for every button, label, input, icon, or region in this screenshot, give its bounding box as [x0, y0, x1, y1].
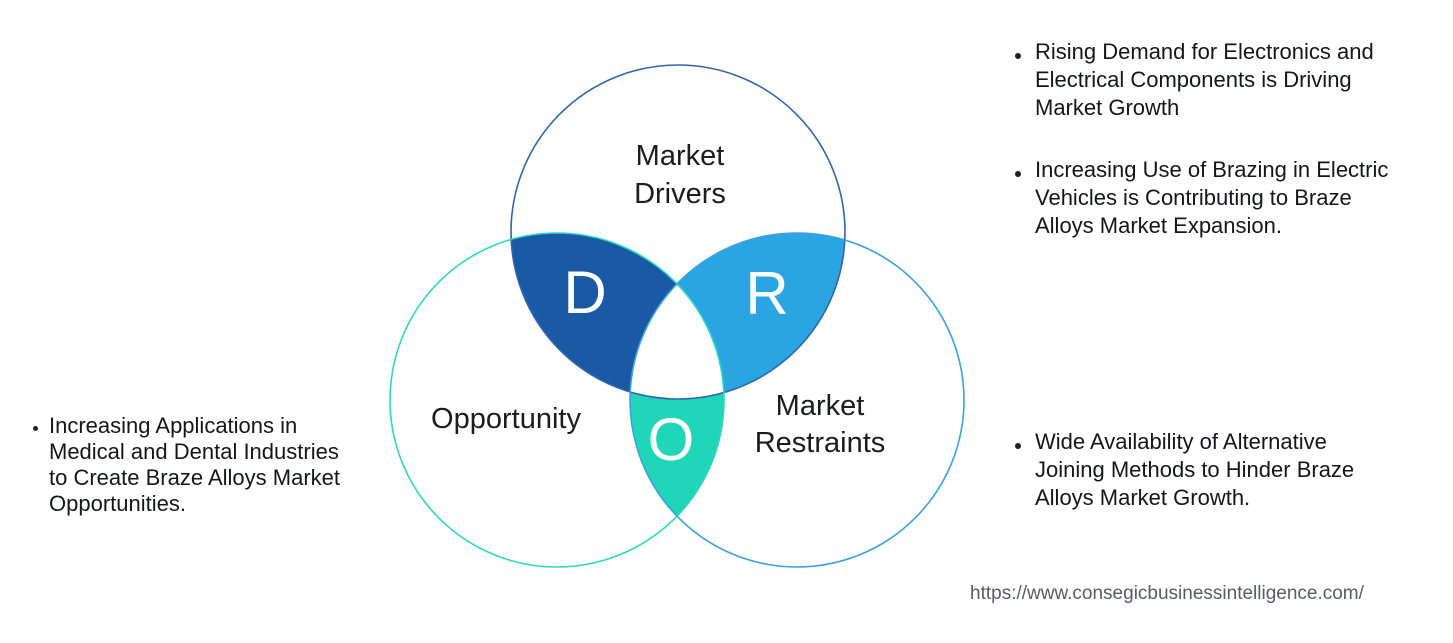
insight-line: Increasing Use of Brazing in Electric [1035, 157, 1389, 182]
letter-r: R [745, 260, 788, 327]
bullet-icon [1015, 53, 1021, 59]
letter-o: O [648, 406, 695, 473]
insight-line: Market Growth [1035, 95, 1180, 120]
restraints-label-line2: Restraints [755, 427, 886, 459]
insight-block-left: Increasing Applications in Medical and D… [28, 413, 340, 517]
insight-line: Increasing Applications in [49, 413, 298, 438]
drivers-circle-outline [510, 64, 846, 400]
insight-line: Opportunities. [49, 491, 186, 516]
drivers-label-line2: Drivers [634, 178, 726, 210]
insight-block-right-bottom: Wide Availability of Alternative Joining… [1008, 428, 1354, 512]
bullet-icon [33, 426, 38, 431]
insight-item: Increasing Use of Brazing in Electric Ve… [1008, 156, 1388, 240]
source-url: https://www.consegicbusinessintelligence… [970, 583, 1364, 604]
insight-line: Electrical Components is Driving [1035, 67, 1352, 92]
bullet-icon [1015, 171, 1021, 177]
region-restraints-overlap [630, 233, 845, 399]
insight-line: Vehicles is Contributing to Braze [1035, 185, 1352, 210]
insight-item: Rising Demand for Electronics and Electr… [1008, 38, 1388, 122]
insight-line: Alloys Market Growth. [1035, 485, 1251, 510]
insight-line: Alloys Market Expansion. [1035, 213, 1282, 238]
opportunity-circle-outline [389, 232, 725, 568]
insight-line: Medical and Dental Industries [49, 439, 339, 464]
opportunity-label: Opportunity [431, 403, 581, 435]
insight-line: Rising Demand for Electronics and [1035, 39, 1374, 64]
insight-line: Joining Methods to Hinder Braze [1035, 457, 1355, 482]
insight-line: Wide Availability of Alternative [1035, 429, 1327, 454]
insight-item: Wide Availability of Alternative Joining… [1008, 428, 1354, 512]
drivers-label-line1: Market [636, 140, 725, 172]
insight-item: Increasing Applications in Medical and D… [28, 413, 340, 517]
region-drivers-overlap [511, 233, 724, 399]
bullet-icon [1015, 443, 1021, 449]
restraints-label-line1: Market [776, 390, 865, 422]
letter-d: D [563, 259, 606, 326]
insight-block-right-top: Rising Demand for Electronics and Electr… [1008, 38, 1388, 240]
restraints-circle-outline [629, 232, 965, 568]
insight-line: to Create Braze Alloys Market [49, 465, 341, 490]
